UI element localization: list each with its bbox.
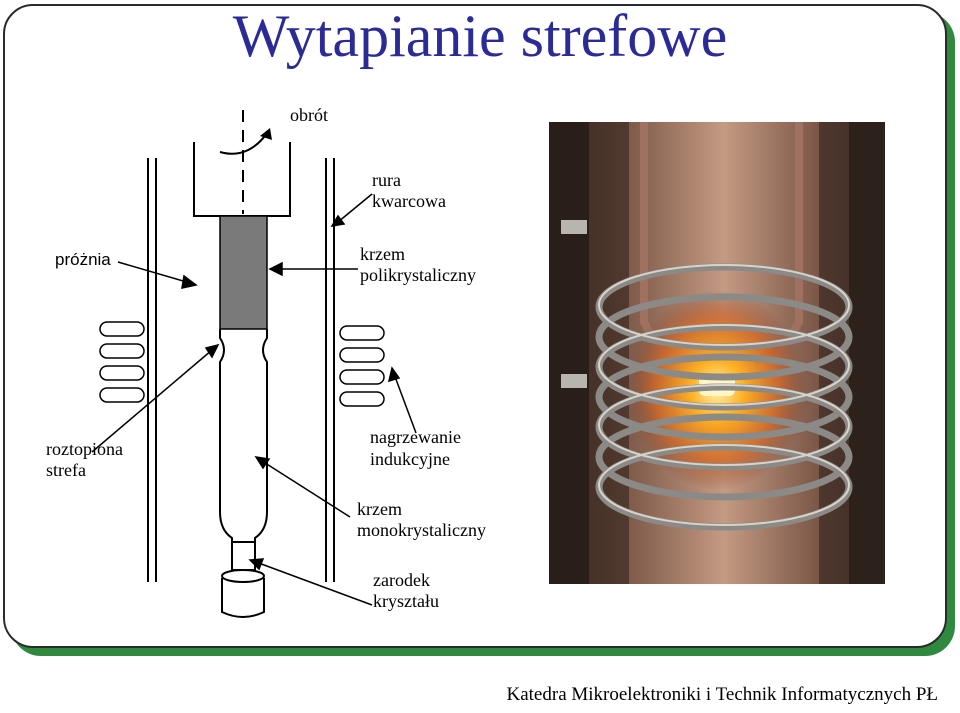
label-mono-1: krzem	[357, 499, 402, 519]
label-mono-2: monokrystaliczny	[357, 520, 486, 540]
label-poly-2: polikrystaliczny	[360, 265, 476, 285]
label-heating-1: nagrzewanie	[370, 427, 461, 447]
label-vacuum: próżnia	[55, 250, 111, 269]
slide-title: Wytapianie strefowe	[232, 3, 728, 69]
label-seed-2: kryształu	[373, 591, 439, 611]
seed-neck	[231, 541, 256, 571]
label-quartz-tube-2: kwarcowa	[372, 191, 446, 211]
quartz-tube-right-wall	[325, 158, 335, 582]
quartz-tube-left-wall	[147, 158, 157, 582]
footer-affiliation: Katedra Mikroelektroniki i Technik Infor…	[506, 684, 939, 705]
label-rotation: obrót	[290, 105, 328, 125]
label-quartz-tube-1: rura	[372, 170, 401, 190]
molten-zone	[219, 329, 225, 366]
label-heating-2: indukcyjne	[370, 449, 450, 469]
polysilicon-rod	[219, 215, 268, 330]
label-seed-1: zarodek	[373, 570, 430, 590]
induction-coil-left	[99, 321, 145, 403]
label-poly-1: krzem	[360, 244, 405, 264]
seed-holder	[221, 578, 265, 618]
label-molten-2: strefa	[46, 460, 86, 480]
monocrystal-rod	[219, 366, 233, 542]
zone-melting-photo	[549, 122, 885, 584]
induction-coil-right	[339, 325, 385, 407]
label-molten-1: roztopiona	[46, 439, 123, 459]
